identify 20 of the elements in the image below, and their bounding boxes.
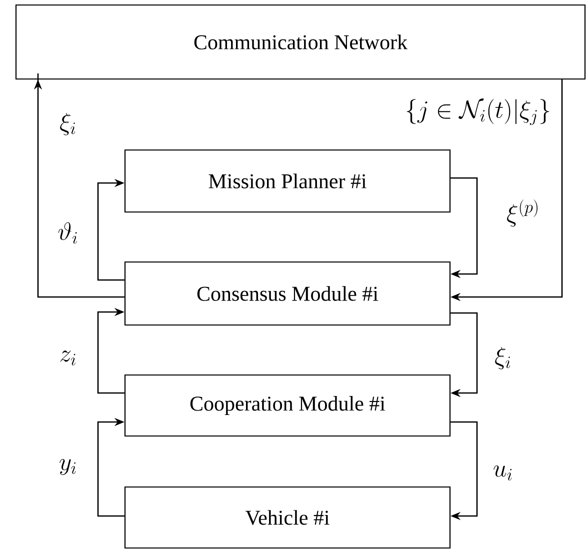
- arrow: [450, 421, 478, 520]
- arrow: [450, 177, 478, 278]
- edge-label: $y_i$: [60, 458, 76, 476]
- edge-label: $\{j\in\mathcal{N}_i(t)|\xi_j\}$: [406, 98, 550, 126]
- process-box: Communication Network: [15, 4, 586, 80]
- arrow: [34, 73, 124, 298]
- arrow: [450, 312, 478, 398]
- edge-label: $\xi_i$: [495, 346, 510, 370]
- process-box: Mission Planner #i: [124, 149, 451, 213]
- process-box: Consensus Module #i: [124, 261, 451, 326]
- arrow: [97, 418, 124, 517]
- edge-label: $\vartheta_i$: [58, 222, 77, 244]
- edge-label: $z_i$: [60, 350, 76, 366]
- edge-label: $u_i$: [494, 466, 512, 480]
- arrow: [97, 308, 124, 394]
- edge-label: $\xi_i$: [60, 112, 76, 136]
- edge-label: $\xi^{(p)}$: [507, 200, 538, 227]
- process-box: Vehicle #i: [124, 486, 451, 549]
- arrow: [97, 178, 124, 281]
- process-box: Cooperation Module #i: [124, 374, 451, 437]
